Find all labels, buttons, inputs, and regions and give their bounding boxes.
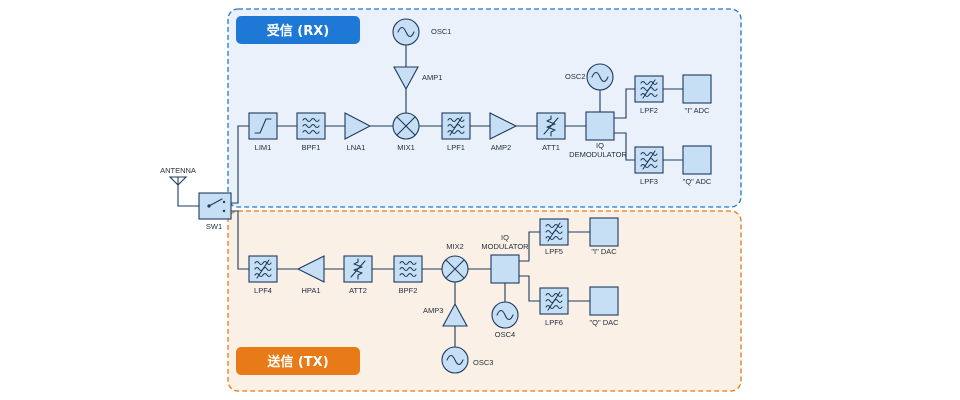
attenuator-att1 <box>536 112 566 140</box>
bandpass-filter-bpf2 <box>393 255 423 283</box>
attenuator-att2 <box>343 255 373 283</box>
lowpass-filter-lpf4 <box>248 255 278 283</box>
iq-demod-label-line1: IQ <box>596 141 604 150</box>
signal-wires <box>177 45 683 347</box>
osc1-label: OSC1 <box>431 27 451 36</box>
oscillator-osc4 <box>491 301 519 329</box>
bandpass-filter-bpf1 <box>296 112 326 140</box>
rx-title-badge: 受信 (RX) <box>236 16 360 44</box>
lowpass-filter-lpf3 <box>634 146 664 174</box>
lowpass-filter-lpf5 <box>539 218 569 246</box>
q-adc-label: "Q" ADC <box>683 177 712 186</box>
lowpass-filter-lpf6 <box>539 287 569 315</box>
oscillator-osc1 <box>392 18 420 46</box>
amplifier-amp2 <box>489 112 518 140</box>
iq-modulator <box>490 254 520 284</box>
lpf2-label: LPF2 <box>640 106 658 115</box>
i-dac-label: "I" DAC <box>591 247 617 256</box>
amp2-label: AMP2 <box>491 143 511 152</box>
lpf6-label: LPF6 <box>545 318 563 327</box>
osc4-label: OSC4 <box>495 330 515 339</box>
oscillator-osc3 <box>441 346 469 374</box>
i-adc-block <box>682 74 712 104</box>
mix2-label: MIX2 <box>446 242 464 251</box>
bpf1-label: BPF1 <box>302 143 321 152</box>
amplifier-amp3 <box>442 302 468 327</box>
q-adc-block <box>682 145 712 175</box>
hpa1-label: HPA1 <box>301 286 320 295</box>
lpf1-label: LPF1 <box>447 143 465 152</box>
amp3-label: AMP3 <box>423 306 443 315</box>
oscillator-osc2 <box>586 63 614 91</box>
rx-section <box>227 8 742 208</box>
limiter-lim1 <box>248 112 278 140</box>
amp1-label: AMP1 <box>422 73 442 82</box>
osc2-label: OSC2 <box>565 72 585 81</box>
lowpass-filter-lpf2 <box>634 75 664 103</box>
lim1-label: LIM1 <box>255 143 272 152</box>
bpf2-label: BPF2 <box>399 286 418 295</box>
switch-sw1 <box>198 192 232 220</box>
tx-title-badge: 送信 (TX) <box>236 347 360 375</box>
lpf4-label: LPF4 <box>254 286 272 295</box>
lpf5-label: LPF5 <box>545 247 563 256</box>
i-adc-label: "I" ADC <box>685 106 710 115</box>
q-dac-block <box>589 286 619 316</box>
i-dac-block <box>589 217 619 247</box>
antenna-label: ANTENNA <box>160 166 196 175</box>
amplifier-amp1 <box>393 66 419 91</box>
mixer-mix2 <box>441 255 469 283</box>
att1-label: ATT1 <box>542 143 560 152</box>
iq-demodulator <box>585 111 615 141</box>
tx-title: 送信 (TX) <box>266 354 328 370</box>
sw1-label: SW1 <box>206 222 222 231</box>
lpf3-label: LPF3 <box>640 177 658 186</box>
lowpass-filter-lpf1 <box>441 112 471 140</box>
osc3-label: OSC3 <box>473 358 493 367</box>
iq-mod-label-line1: IQ <box>501 233 509 242</box>
amplifier-lna1 <box>344 112 372 140</box>
q-dac-label: "Q" DAC <box>589 318 619 327</box>
rx-title: 受信 (RX) <box>267 23 329 39</box>
att2-label: ATT2 <box>349 286 367 295</box>
amplifier-hpa1 <box>296 255 325 283</box>
antenna-icon <box>168 176 188 186</box>
iq-mod-label-line2: MODULATOR <box>481 242 529 251</box>
mixer-mix1 <box>392 112 420 140</box>
mix1-label: MIX1 <box>397 143 415 152</box>
iq-demod-label-line2: DEMODULATOR <box>569 150 627 159</box>
lna1-label: LNA1 <box>347 143 366 152</box>
